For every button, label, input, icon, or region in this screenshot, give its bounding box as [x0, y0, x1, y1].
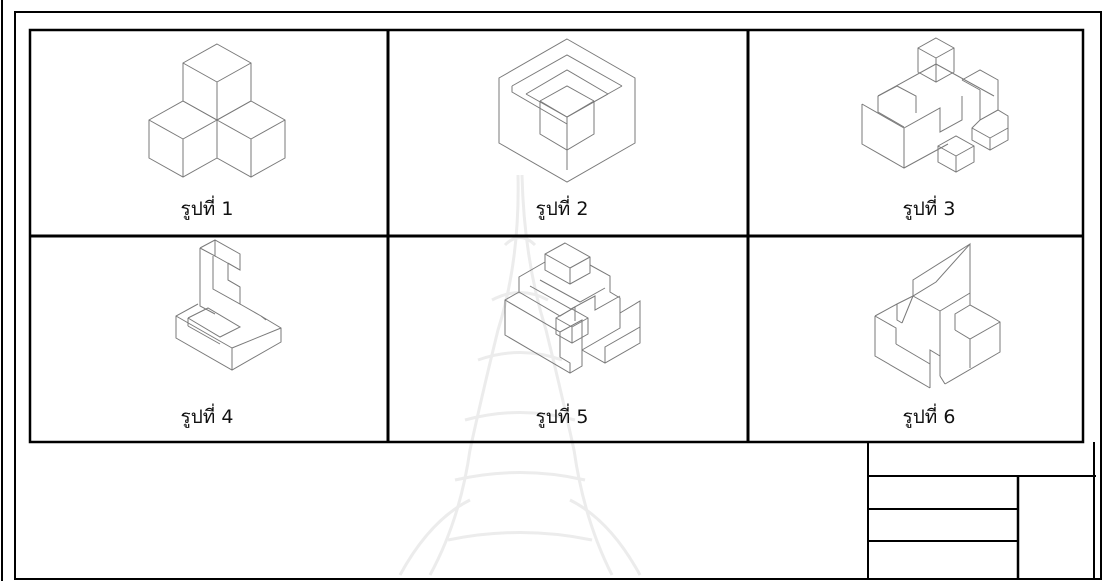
figure-5-label: รูปที่ 5 [535, 406, 589, 428]
title-block-cell [870, 478, 1016, 507]
title-block-cell [1021, 478, 1092, 577]
title-block-cell [870, 511, 1016, 539]
figure-6-label: รูปที่ 6 [902, 406, 956, 428]
title-block-cell [870, 444, 1092, 474]
figure-2-label: รูปที่ 2 [535, 198, 589, 220]
figure-2-drawing [498, 38, 636, 183]
figure-4-label: รูปที่ 4 [180, 406, 234, 428]
figure-3-drawing [861, 37, 1009, 173]
figure-5-drawing [504, 242, 641, 374]
figure-3-label: รูปที่ 3 [902, 198, 956, 220]
title-block-cell [870, 543, 1016, 577]
figure-1-label: รูปที่ 1 [180, 198, 234, 220]
title-block [867, 442, 1096, 579]
sheet-outer-border [14, 11, 1102, 580]
temple-emblem-watermark [398, 174, 642, 576]
figure-6-drawing [874, 242, 1001, 389]
figure-grid [28, 28, 1085, 444]
figure-1-drawing [148, 43, 286, 178]
figure-4-drawing [175, 239, 282, 371]
